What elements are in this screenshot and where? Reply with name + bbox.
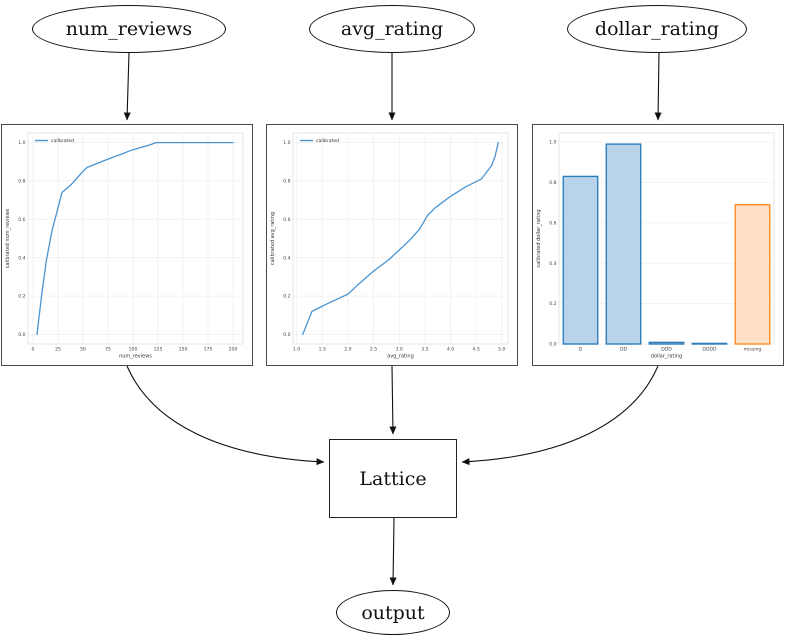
svg-text:3.5: 3.5 [421,347,428,353]
svg-text:dollar_rating: dollar_rating [651,354,682,360]
node-lattice-label: Lattice [359,467,427,490]
svg-text:DDDD: DDDD [702,347,717,353]
svg-text:0.4: 0.4 [549,261,556,267]
node-num-reviews: num_reviews [32,5,226,53]
svg-text:calibrated num_reviews: calibrated num_reviews [5,208,11,268]
svg-text:1.0: 1.0 [293,347,300,353]
svg-text:calibrated dollar_rating: calibrated dollar_rating [536,209,542,267]
node-avg-rating: avg_rating [309,5,475,53]
svg-text:75: 75 [105,347,111,353]
svg-text:1.0: 1.0 [18,140,25,146]
svg-text:200: 200 [229,347,238,353]
svg-text:2.5: 2.5 [370,347,377,353]
chart-num-reviews-calibration: 0.0 0.2 0.4 0.6 0.8 1.0 0 25 50 75 100 125 150 175 200… [1,124,253,366]
node-dollar-rating-label: dollar_rating [594,18,720,40]
edge-num-reviews-plot-to-lattice [126,365,325,466]
svg-text:0.0: 0.0 [18,332,25,338]
node-num-reviews-label: num_reviews [65,18,193,40]
node-avg-rating-label: avg_rating [340,18,444,40]
node-output-label: output [361,601,425,624]
svg-text:175: 175 [204,347,213,353]
svg-text:0: 0 [32,347,35,353]
svg-text:50: 50 [80,347,86,353]
svg-text:0.8: 0.8 [283,179,290,185]
edge-avg-rating-plot-to-lattice [389,365,397,435]
svg-text:calibrated avg_rating: calibrated avg_rating [270,212,276,265]
svg-text:num_reviews: num_reviews [119,354,152,360]
node-lattice: Lattice [329,439,457,518]
svg-text:1.5: 1.5 [319,347,326,353]
svg-text:calibrated: calibrated [316,138,339,144]
svg-text:0.2: 0.2 [283,294,290,300]
svg-text:4.5: 4.5 [473,347,480,353]
svg-text:4.0: 4.0 [447,347,454,353]
svg-text:0.6: 0.6 [549,220,556,226]
svg-text:calibrated: calibrated [51,138,74,144]
svg-text:DD: DD [620,347,628,353]
svg-text:0.0: 0.0 [283,332,290,338]
svg-text:0.8: 0.8 [549,180,556,186]
svg-text:125: 125 [154,347,163,353]
svg-text:5.0: 5.0 [498,347,505,353]
node-output: output [336,590,450,635]
svg-text:0.4: 0.4 [283,255,290,261]
edge-num-reviews-to-plot [123,52,131,121]
svg-text:1.0: 1.0 [283,140,290,146]
svg-text:0.6: 0.6 [18,217,25,223]
svg-text:0.6: 0.6 [283,217,290,223]
edge-dollar-rating-to-plot [654,52,662,121]
svg-text:25: 25 [55,347,61,353]
svg-text:0.4: 0.4 [18,255,25,261]
svg-text:D: D [579,347,583,353]
svg-text:missing: missing [744,347,762,353]
svg-text:0.2: 0.2 [18,294,25,300]
svg-text:DDD: DDD [661,347,672,353]
edge-dollar-rating-plot-to-lattice [461,365,659,466]
edge-lattice-to-output [389,517,397,586]
svg-text:avg_rating: avg_rating [387,354,414,360]
svg-text:1.0: 1.0 [549,140,556,146]
svg-text:2.0: 2.0 [344,347,351,353]
svg-text:150: 150 [179,347,188,353]
svg-text:3.0: 3.0 [396,347,403,353]
svg-text:100: 100 [129,347,138,353]
svg-text:0.8: 0.8 [18,179,25,185]
svg-text:0.0: 0.0 [549,342,556,348]
svg-text:0.2: 0.2 [549,301,556,307]
node-dollar-rating: dollar_rating [567,5,747,53]
chart-avg-rating-calibration: 0.0 0.2 0.4 0.6 0.8 1.0 1.0 1.5 2.0 2.5 3.0 3.5 4.0 4… [266,124,518,366]
